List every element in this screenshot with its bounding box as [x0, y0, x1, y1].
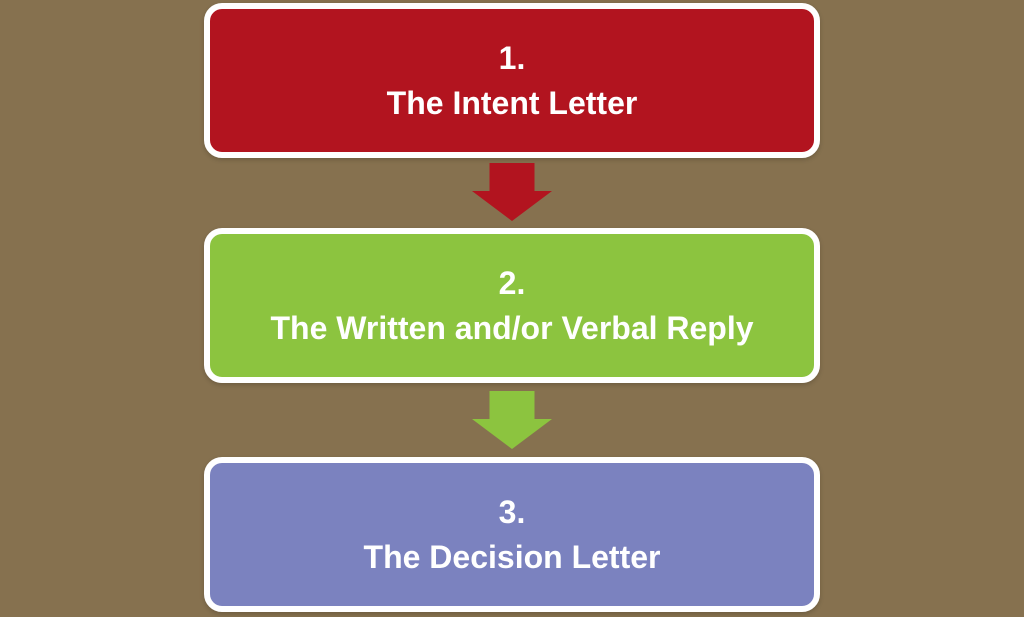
step-2-number: 2. — [498, 264, 526, 301]
step-box-2: 2. The Written and/or Verbal Reply — [204, 228, 820, 383]
step-3-number: 3. — [498, 493, 526, 530]
step-2-label: The Written and/or Verbal Reply — [270, 309, 754, 346]
step-1-label: The Intent Letter — [386, 84, 638, 121]
step-1-number: 1. — [498, 39, 526, 76]
step-box-1: 1. The Intent Letter — [204, 3, 820, 158]
down-arrow-shape — [472, 163, 552, 221]
step-box-3: 3. The Decision Letter — [204, 457, 820, 612]
down-arrow-icon — [472, 391, 552, 449]
down-arrow-icon — [472, 163, 552, 221]
down-arrow-shape — [472, 391, 552, 449]
step-3-label: The Decision Letter — [363, 538, 661, 575]
